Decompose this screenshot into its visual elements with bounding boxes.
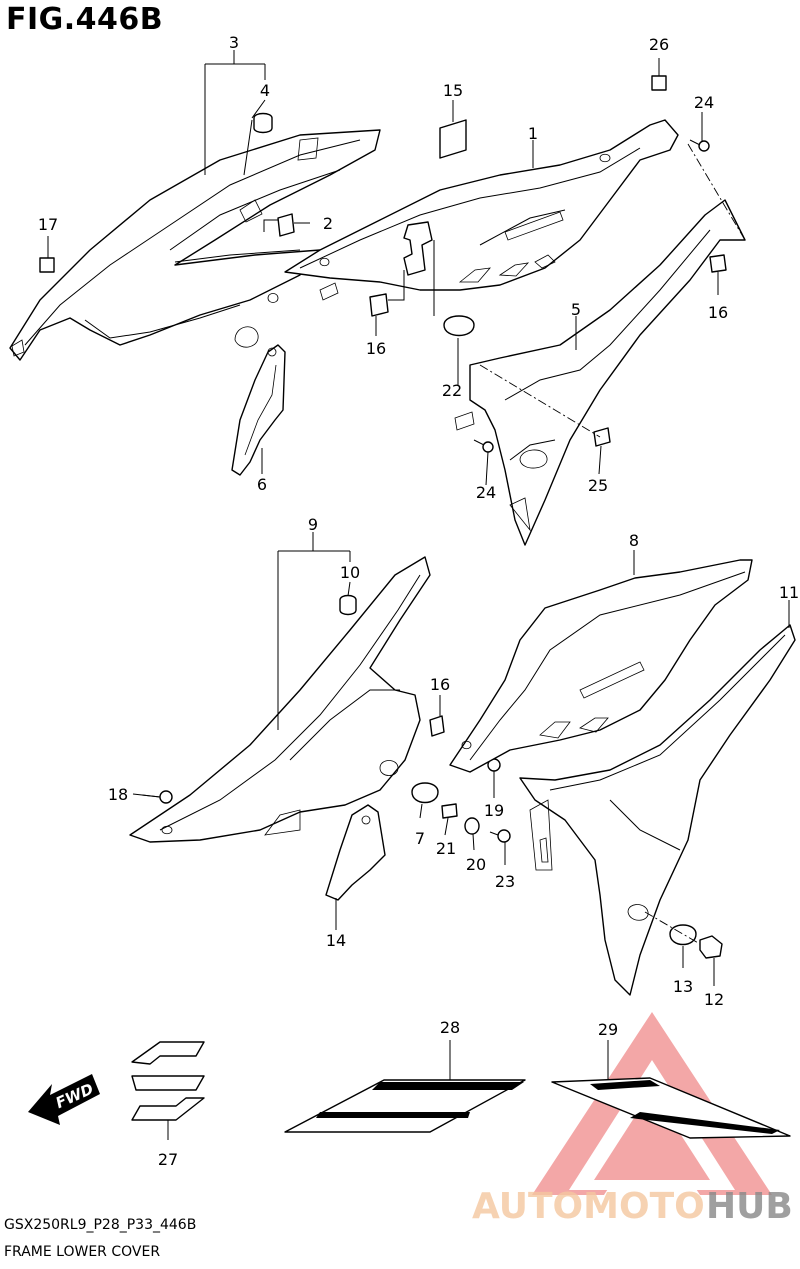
- part-22-grommet: [443, 315, 475, 337]
- callout-11: 11: [779, 583, 799, 602]
- callout-16-right: 16: [708, 303, 728, 322]
- part-6-bracket: [231, 344, 286, 476]
- callout-22: 22: [442, 381, 462, 400]
- part-27-emblem: [131, 1041, 205, 1121]
- watermark-text-primary: AUTOMOTO: [472, 1186, 705, 1227]
- figure-title: FIG.446B: [6, 2, 164, 37]
- part-16-clip-mid: [429, 715, 445, 737]
- part-24-screw-top: [689, 139, 710, 152]
- part-11-lower-right-panel: [519, 624, 796, 996]
- part-7-grommet: [411, 782, 439, 804]
- part-16-clip-top: [369, 293, 389, 317]
- callout-13: 13: [673, 977, 693, 996]
- fwd-arrow-icon: FWD: [28, 1074, 100, 1125]
- part-5-side-panel: [454, 199, 746, 546]
- callout-17: 17: [38, 215, 58, 234]
- part-14-bracket: [325, 804, 386, 901]
- part-25-tag: [593, 427, 611, 447]
- part-8-lower-center-cover: [449, 559, 753, 773]
- part-23-screw: [489, 829, 511, 843]
- callout-24-top: 24: [694, 93, 714, 112]
- part-4-grommet: [253, 112, 273, 134]
- callout-14: 14: [326, 931, 346, 950]
- callout-28: 28: [440, 1018, 460, 1037]
- part-2-clip: [277, 213, 295, 237]
- watermark-text-secondary: HUB: [706, 1186, 793, 1227]
- callout-29: 29: [598, 1020, 618, 1039]
- alignment-line: [644, 911, 701, 945]
- callout-25: 25: [588, 476, 608, 495]
- part-29-decal: [551, 1077, 791, 1139]
- part-1-center-cover: [284, 119, 679, 291]
- part-17-tag: [39, 257, 55, 273]
- callout-2: 2: [323, 214, 333, 233]
- model-code: GSX250RL9_P28_P33_446B: [4, 1217, 197, 1233]
- alignment-line: [687, 143, 746, 241]
- part-24-screw-mid: [473, 439, 494, 453]
- callout-18: 18: [108, 785, 128, 804]
- callout-19: 19: [484, 801, 504, 820]
- callout-4: 4: [260, 81, 270, 100]
- callout-15: 15: [443, 81, 463, 100]
- callout-21: 21: [436, 839, 456, 858]
- callout-5: 5: [571, 300, 581, 319]
- part-21-spacer: [441, 803, 458, 819]
- part-9-lower-left-cover: [129, 556, 431, 843]
- callout-10: 10: [340, 563, 360, 582]
- watermark-text: AUTOMOTO HUB: [472, 1186, 793, 1227]
- callout-1: 1: [528, 124, 538, 143]
- callout-6: 6: [257, 475, 267, 494]
- part-16-clip-right: [709, 254, 727, 273]
- part-13-grommet: [669, 924, 697, 946]
- callout-24-mid: 24: [476, 483, 496, 502]
- center-mount-bracket: [403, 221, 433, 276]
- leader-lines: [47, 50, 790, 1140]
- callout-8: 8: [629, 531, 639, 550]
- section-name: FRAME LOWER COVER: [4, 1244, 161, 1260]
- callout-labels: 1 2 3 4 5 6 7 8 9 10 11 12 13 14 15 16 1…: [38, 33, 799, 1169]
- callout-16-top: 16: [366, 339, 386, 358]
- part-26-label: [651, 75, 667, 91]
- part-15-label: [439, 119, 467, 159]
- callout-9: 9: [308, 515, 318, 534]
- part-10-grommet: [339, 594, 357, 616]
- callout-7: 7: [415, 829, 425, 848]
- callout-26: 26: [649, 35, 669, 54]
- callout-3: 3: [229, 33, 239, 52]
- part-3-left-cover: [9, 129, 381, 361]
- alignment-line: [479, 364, 601, 438]
- callout-16-mid: 16: [430, 675, 450, 694]
- callout-20: 20: [466, 855, 486, 874]
- callout-23: 23: [495, 872, 515, 891]
- part-12-bolt: [699, 935, 723, 959]
- part-20-washer: [464, 817, 480, 835]
- part-28-decal: [284, 1079, 526, 1133]
- callout-12: 12: [704, 990, 724, 1009]
- callout-27: 27: [158, 1150, 178, 1169]
